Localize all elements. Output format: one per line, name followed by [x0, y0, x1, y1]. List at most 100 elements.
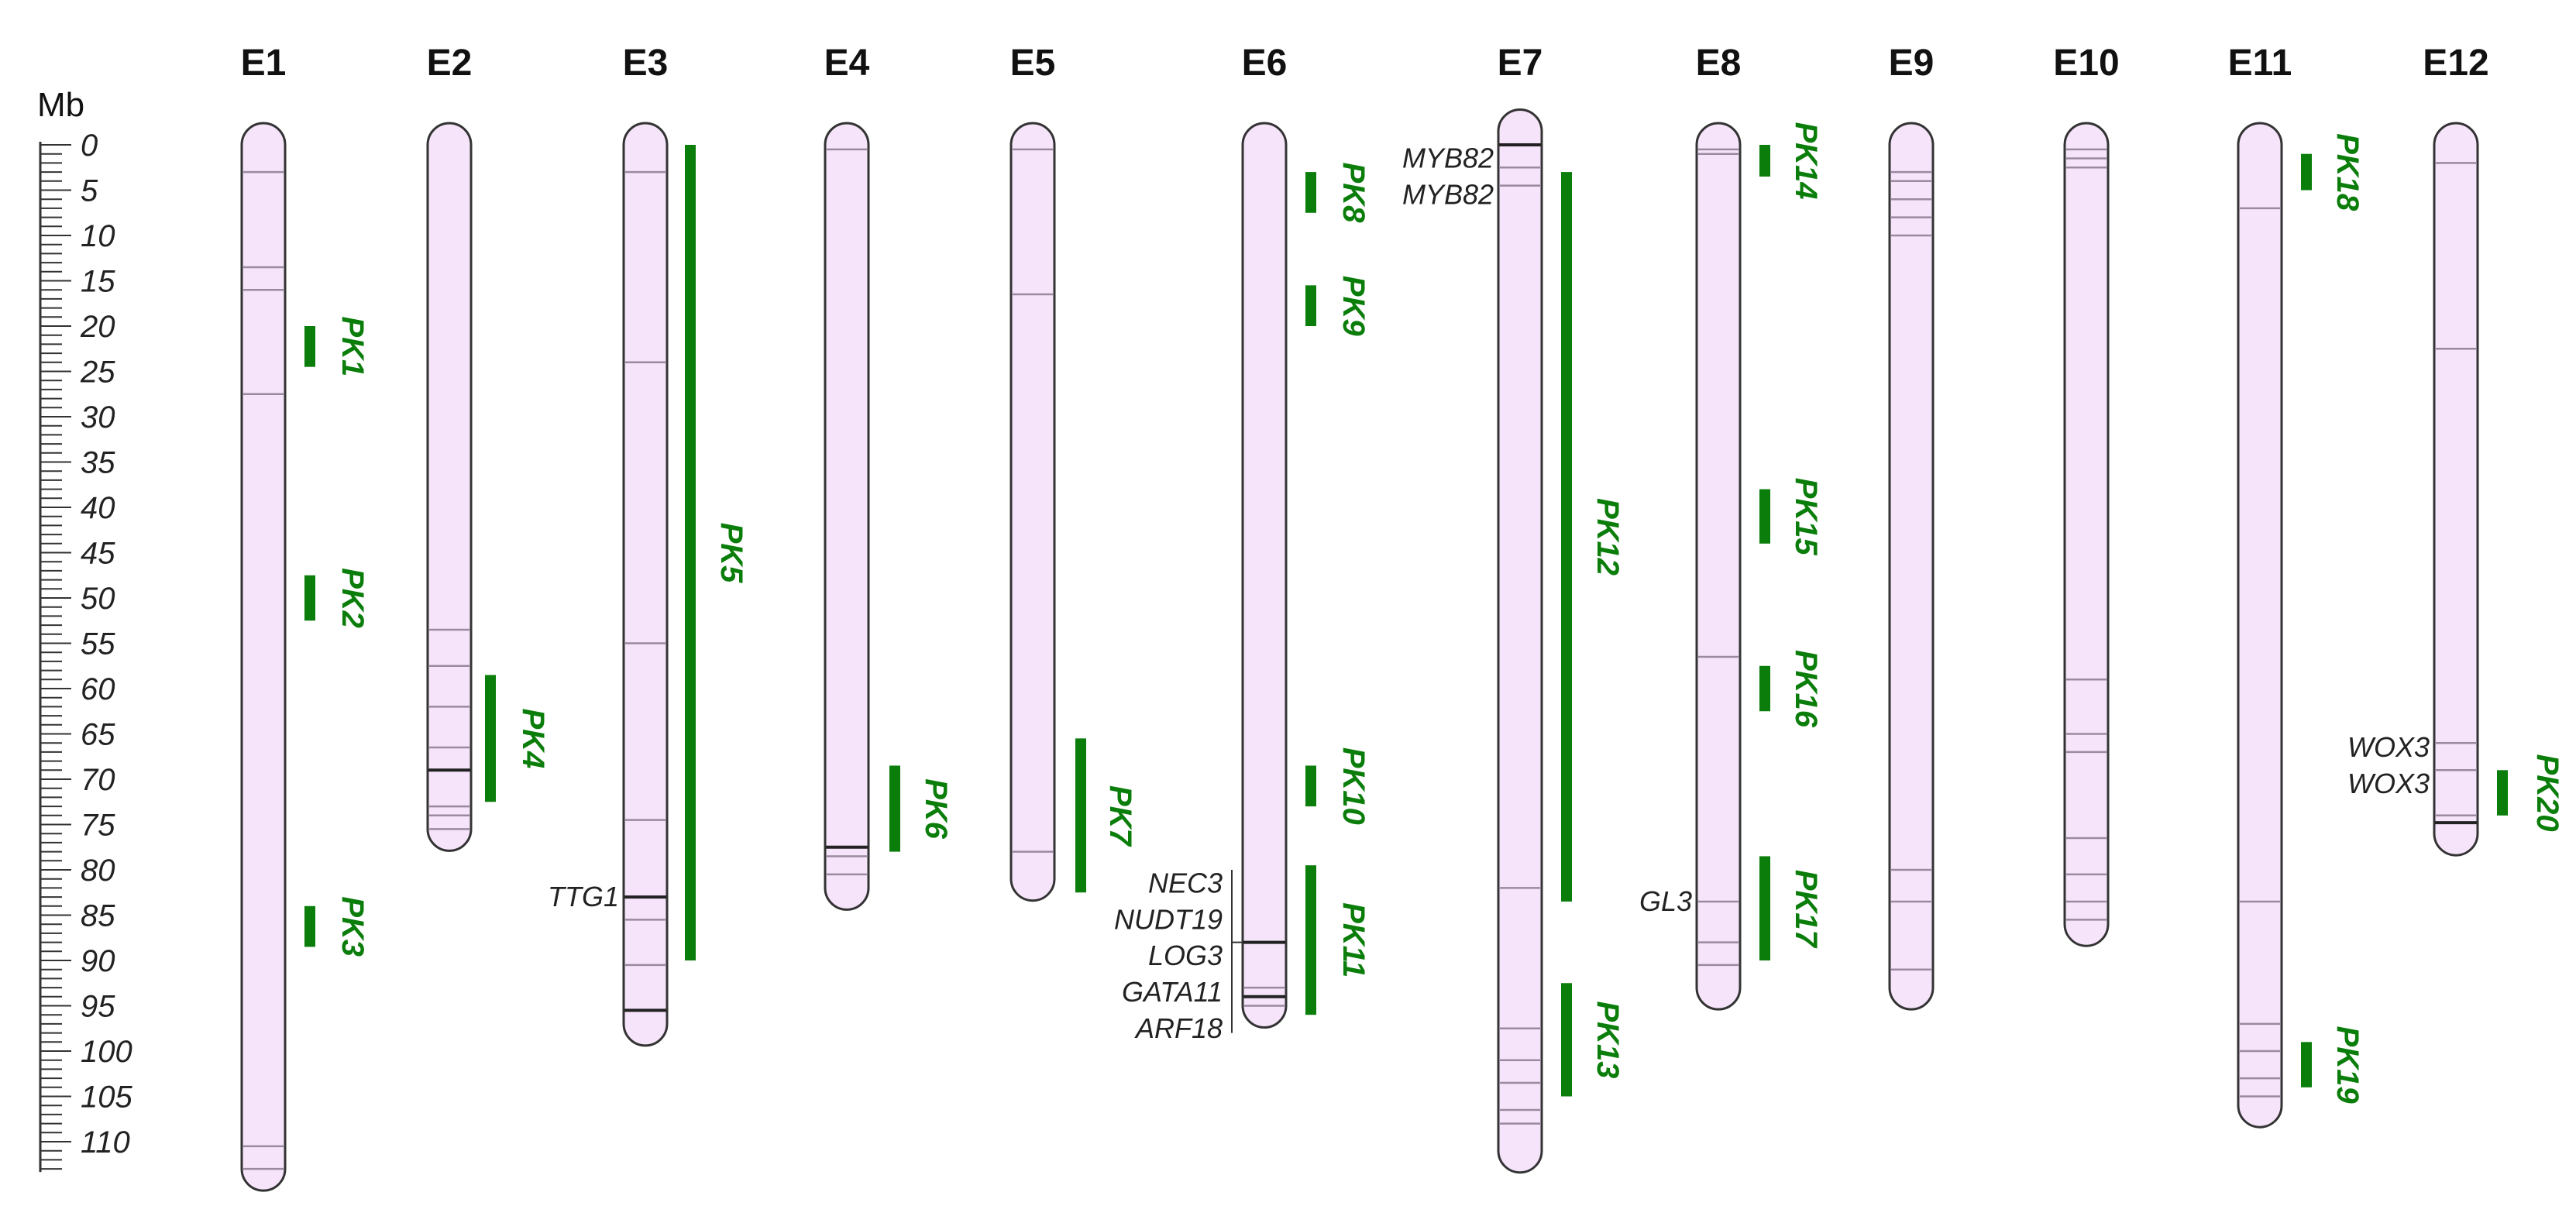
gene-label: NEC3 — [1148, 868, 1223, 899]
chromosome-title: E6 — [1242, 43, 1288, 84]
qtl-bar — [889, 765, 900, 852]
qtl-bar — [304, 905, 315, 947]
qtl-label: PK9 — [1336, 276, 1371, 337]
chromosome-title: E3 — [623, 43, 669, 84]
qtl-label: PK18 — [2330, 133, 2364, 211]
qtl-bar — [1305, 865, 1316, 1015]
ruler-tick-label: 25 — [80, 356, 115, 390]
qtl-bar — [2301, 153, 2312, 191]
chromosome-e4: E4 — [824, 43, 870, 911]
qtl-label: PK3 — [335, 896, 370, 957]
chromosome-e1: E1 — [240, 43, 287, 1192]
chromosome-e2: E2 — [426, 43, 473, 852]
chromosome-group: E1 E2 E3 E4 E5 E6 E7 E8 E9 E10 E11 E12 — [240, 43, 2489, 1192]
qtl-label: PK6 — [919, 778, 953, 840]
chromosome-body — [622, 122, 669, 1047]
chromosome-body — [2433, 122, 2479, 857]
chromosome-body — [426, 122, 473, 852]
qtl-bar — [1305, 765, 1316, 807]
ruler-tick-label: 80 — [81, 854, 115, 888]
chromosome-title: E11 — [2228, 43, 2292, 84]
chromosome-body — [824, 122, 870, 911]
gene-label: TTG1 — [548, 881, 619, 912]
chromosome-e5: E5 — [1009, 43, 1056, 902]
qtl-bar — [1561, 172, 1572, 902]
chromosome-body — [2063, 122, 2110, 947]
chromosome-title: E12 — [2423, 43, 2488, 84]
qtl-bar — [1759, 489, 1770, 544]
gene-label: MYB82 — [1402, 143, 1494, 174]
chromosome-body — [1009, 122, 1056, 902]
gene-label: LOG3 — [1148, 940, 1223, 971]
qtl-label: PK11 — [1336, 902, 1371, 977]
qtl-label: PK17 — [1789, 870, 1823, 949]
qtl-bar — [304, 326, 315, 367]
gene-label: GATA11 — [1122, 976, 1223, 1008]
gene-label: WOX3 — [2347, 731, 2430, 763]
ruler-tick-label: 105 — [81, 1081, 132, 1115]
ruler-tick-label: 65 — [81, 718, 115, 752]
chromosome-e10: E10 — [2053, 43, 2120, 947]
ruler-tick-label: 85 — [81, 899, 115, 933]
qtl-bar — [1305, 172, 1316, 213]
qtl-bar — [485, 675, 496, 802]
chromosome-e7: E7 — [1497, 43, 1543, 1174]
ruler-tick-label: 0 — [81, 129, 98, 163]
chromosome-e8: E8 — [1695, 43, 1742, 1011]
chromosome-e12: E12 — [2423, 43, 2489, 857]
chromosome-e3: E3 — [622, 43, 669, 1047]
ruler-tick-label: 90 — [81, 944, 115, 978]
ruler-tick-label: 30 — [81, 400, 115, 435]
qtl-label: PK14 — [1789, 122, 1823, 199]
chromosome-body — [2237, 122, 2283, 1129]
chromosome-title: E9 — [1889, 43, 1935, 84]
chromosome-title: E2 — [427, 43, 473, 84]
chromosome-title: E10 — [2053, 43, 2119, 84]
axis-unit-label: Mb — [37, 86, 84, 124]
qtl-label: PK7 — [1103, 785, 1137, 847]
ruler-tick-label: 95 — [81, 990, 115, 1024]
qtl-bar — [1759, 145, 1770, 177]
chromosome-title: E4 — [824, 43, 870, 84]
chromosome-title: E7 — [1498, 43, 1543, 84]
qtl-label: PK16 — [1789, 650, 1823, 728]
chromosome-e6: E6 — [1241, 43, 1288, 1029]
chromosome-e11: E11 — [2228, 43, 2292, 1129]
chromosome-title: E5 — [1010, 43, 1056, 84]
gene-label: GL3 — [1639, 885, 1692, 917]
qtl-label: PK5 — [714, 523, 748, 584]
qtl-label: PK15 — [1789, 478, 1823, 556]
chromosome-body — [1888, 122, 1935, 1011]
ruler-tick-label: 20 — [80, 310, 115, 344]
qtl-label: PK2 — [335, 568, 370, 628]
qtl-bar — [2301, 1042, 2312, 1087]
mb-ruler: 0510152025303540455055606570758085909510… — [39, 129, 132, 1173]
ruler-tick-label: 110 — [81, 1125, 130, 1160]
qtl-bar — [1305, 285, 1316, 326]
ruler-tick-label: 5 — [81, 174, 98, 208]
qtl-bar — [2497, 770, 2508, 816]
chromosome-e9: E9 — [1888, 43, 1935, 1011]
qtl-label: PK13 — [1591, 1001, 1625, 1078]
gene-label: WOX3 — [2347, 768, 2430, 799]
gene-label: MYB82 — [1402, 178, 1494, 210]
chromosome-body — [1241, 122, 1288, 1029]
chromosome-title: E8 — [1696, 43, 1742, 84]
ruler-tick-label: 15 — [81, 265, 115, 299]
qtl-bar — [304, 575, 315, 621]
ruler-tick-label: 75 — [81, 809, 115, 843]
chromosome-body — [1497, 108, 1543, 1174]
ruler-tick-label: 35 — [81, 446, 115, 480]
ruler-tick-label: 70 — [81, 763, 115, 797]
qtl-label: PK10 — [1336, 747, 1371, 825]
qtl-label: PK20 — [2530, 754, 2564, 832]
qtl-bar — [1759, 665, 1770, 712]
gene-label: ARF18 — [1134, 1012, 1223, 1044]
ruler-tick-label: 55 — [81, 627, 115, 661]
chromosome-title: E1 — [241, 43, 287, 84]
qtl-bar — [1759, 856, 1770, 960]
qtl-label: PK8 — [1336, 163, 1371, 224]
